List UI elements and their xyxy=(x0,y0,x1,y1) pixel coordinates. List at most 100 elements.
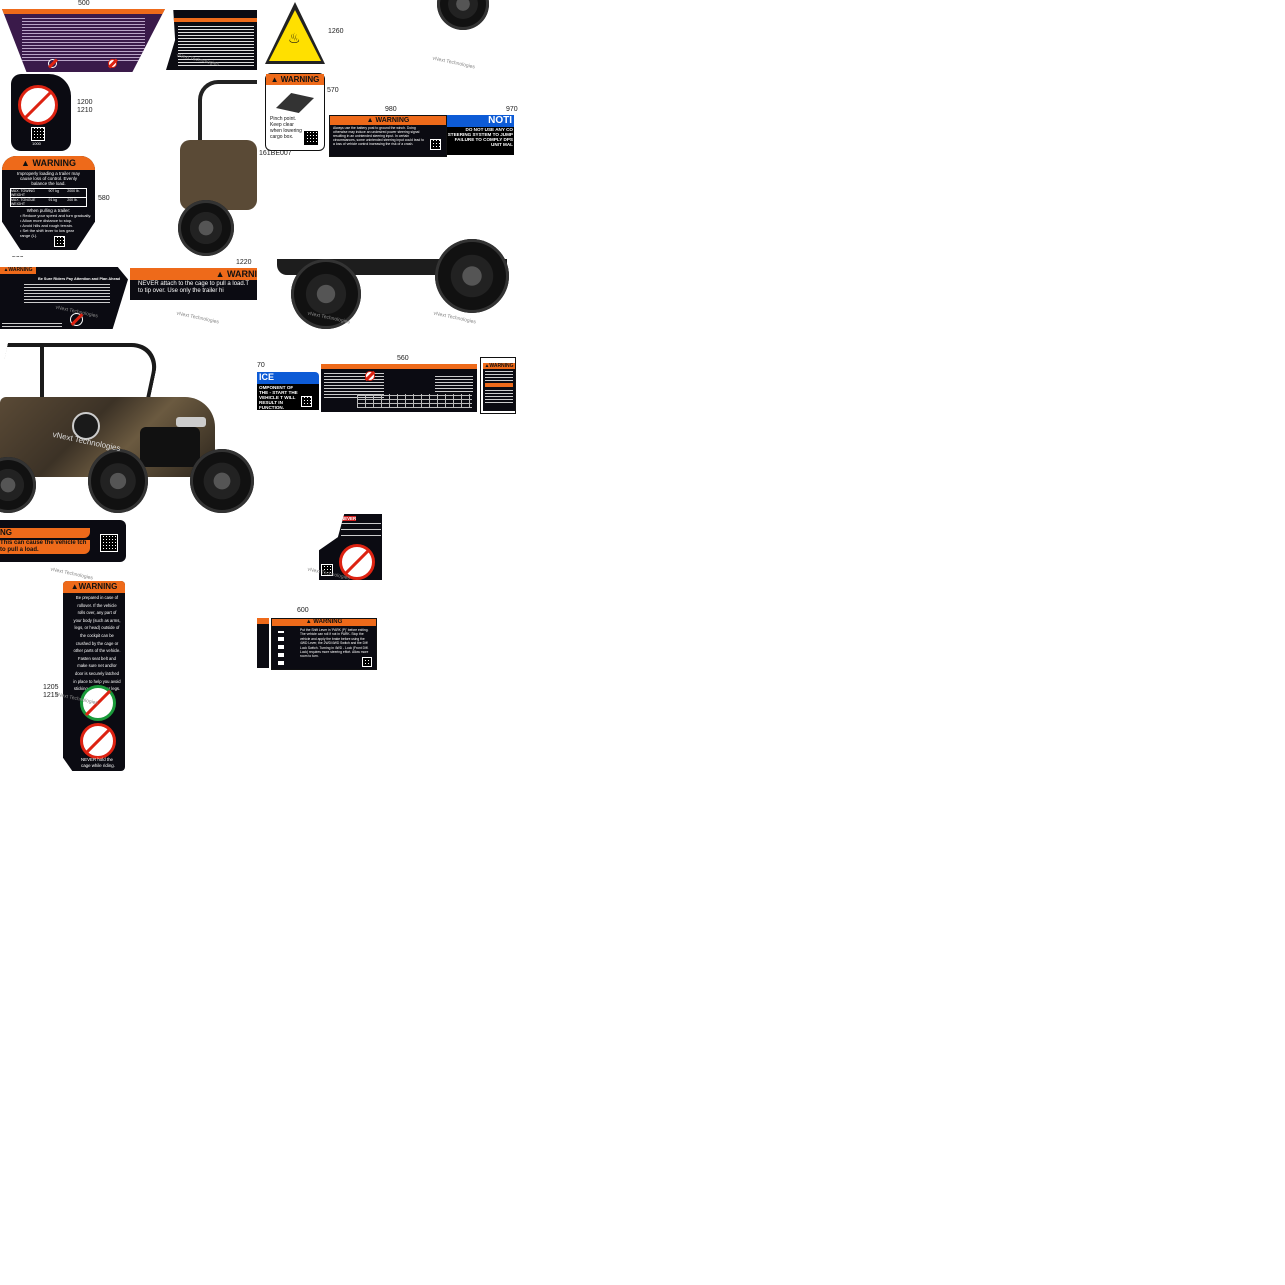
towing-table: MAX. TOWING WEIGHT 907 kg 2000 lb. MAX. … xyxy=(10,188,87,207)
decal-580-bullet-3: • Avoid hills and rough terrain. xyxy=(20,223,73,228)
decal-600-part xyxy=(257,618,269,668)
decal-500-header xyxy=(2,9,165,14)
decal-500-text xyxy=(22,17,145,61)
qr-code-icon xyxy=(362,657,372,667)
towing-row-1: MAX. TOWING WEIGHT 907 kg 2000 lb. xyxy=(11,189,86,198)
callout-161BE007: 161BE007 xyxy=(259,150,292,157)
towing-row-1-label: MAX. TOWING WEIGHT xyxy=(11,189,35,197)
decal-580-bullet-1: • Reduce your speed and turn gradually. xyxy=(20,213,92,218)
decal-520-title: Be Sure Riders Pay Attention and Plan Ah… xyxy=(38,277,121,281)
decal-cargo-warning-text xyxy=(178,26,254,66)
callout-1200: 1200 xyxy=(77,99,93,106)
warning-label-cut: NG xyxy=(0,528,12,537)
callout-1215: 1215 xyxy=(43,692,59,699)
decal-cage-cut-text: This can cause the vehicle tch to pull a… xyxy=(0,540,90,554)
vehicle-tire-2-icon xyxy=(435,239,509,313)
decal-970: NOTI DO NOT USE ANY CO STEERING SYSTEM T… xyxy=(447,115,514,155)
decal-cargo-warning-header xyxy=(166,18,257,22)
decal-520-text-2 xyxy=(2,321,62,327)
vehicle-underside xyxy=(257,239,514,337)
decal-980-text: Always use the battery post to ground th… xyxy=(333,126,425,146)
decal-small-right-text-2 xyxy=(485,389,513,403)
decal-small-right-text xyxy=(485,371,513,381)
decal-1205-header: ▲WARNING xyxy=(63,581,125,593)
decal-600-text: Put the Shift Lever in 'PARK (P)' before… xyxy=(300,628,369,659)
watermark: vNext Technologies xyxy=(175,310,220,326)
decal-500 xyxy=(2,9,165,72)
tile-mid-left: ▲WARNING Be Sure Riders Pay Attention an… xyxy=(0,257,257,514)
vehicle-main xyxy=(0,337,257,514)
shift-gate-icon xyxy=(278,631,284,665)
vehicle-front-tire-2-icon xyxy=(88,449,148,513)
tile-bottom-right: NEVER vNext Technologies 600 ▲ WARNING P… xyxy=(257,514,514,771)
decal-1205: ▲WARNING Be prepared in case of rollover… xyxy=(63,581,125,771)
decal-980-header: ▲ WARNING xyxy=(330,116,446,125)
callout-580: 580 xyxy=(98,195,110,202)
warning-label: WARNING xyxy=(313,619,343,625)
qr-code-icon xyxy=(31,127,45,141)
decal-570-header: ▲ WARNING xyxy=(266,74,324,85)
decal-560-table xyxy=(357,394,472,408)
decal-1220-header: ▲ WARNI xyxy=(130,268,257,280)
callout-1220: 1220 xyxy=(236,259,252,266)
decal-small-right-inner: ▲WARNING xyxy=(483,363,515,411)
decal-520-text xyxy=(24,283,110,303)
decal-580-bullet-4: • Set the shift lever to low gear range … xyxy=(20,228,75,238)
decal-580-bullet-2: • Allow more distance to stop. xyxy=(20,218,73,223)
decal-1205-never: NEVER hold the cage while riding. xyxy=(81,757,115,768)
decal-600-header: ▲ WARNING xyxy=(272,619,376,626)
pinch-point-icon xyxy=(276,93,314,113)
decal-580: ▲ WARNING Improperly loading a trailer m… xyxy=(2,156,95,250)
decal-570-text: Pinch point. Keep clear when lowering ca… xyxy=(270,116,302,140)
warning-label: WARNING xyxy=(280,75,320,84)
tile-bottom-left: NG This can cause the vehicle tch to pul… xyxy=(0,514,257,771)
callout-600: 600 xyxy=(297,607,309,614)
decal-580-when: When pulling a trailer: xyxy=(26,208,71,213)
qr-code-icon xyxy=(321,564,333,576)
decal-small-right-bar xyxy=(485,383,513,387)
decal-520: ▲WARNING Be Sure Riders Pay Attention an… xyxy=(0,267,128,329)
warning-label-cut: WARNI xyxy=(227,269,257,279)
qr-code-icon xyxy=(301,396,312,407)
towing-row-2-lb: 200 lb. xyxy=(67,198,78,202)
qr-code-icon xyxy=(304,131,318,145)
qr-code-icon xyxy=(100,534,118,552)
warning-label: WARNING xyxy=(8,267,33,273)
decal-560 xyxy=(321,364,477,412)
decal-500-prohibit-icon-2 xyxy=(48,59,57,68)
tile-top-right: ♨ 1260 vNext Technologies ▲ WARNING Pinc… xyxy=(257,0,518,257)
callout-1260: 1260 xyxy=(328,28,344,35)
callout-1210: 1210 xyxy=(77,107,93,114)
arm-inside-icon xyxy=(80,685,116,721)
tile-top-left: 500 vNext Technologies 1000 1200 1210 ▲ … xyxy=(0,0,262,263)
decal-1200-code: 1000 xyxy=(32,141,41,146)
decal-570: ▲ WARNING Pinch point. Keep clear when l… xyxy=(265,73,325,151)
decal-500-prohibit-icon xyxy=(108,59,117,68)
decal-1220: ▲ WARNI NEVER attach to the cage to pull… xyxy=(130,268,257,300)
decal-980: ▲ WARNING Always use the battery post to… xyxy=(329,115,447,157)
vehicle-fragment xyxy=(178,80,262,257)
never-label: NEVER xyxy=(341,516,357,521)
tire-fragment-icon xyxy=(437,0,489,30)
decal-560-header xyxy=(321,364,477,369)
decal-small-right-header: ▲WARNING xyxy=(483,363,515,369)
vehicle-tire-icon xyxy=(291,259,361,329)
callout-560: 560 xyxy=(397,355,409,362)
no-step-icon xyxy=(18,85,58,125)
decal-580-header: ▲ WARNING xyxy=(2,156,95,170)
decal-580-intro: Improperly loading a trailer may cause l… xyxy=(16,171,81,186)
decal-small-right: ▲WARNING xyxy=(480,357,516,414)
warning-label: WARNING xyxy=(32,158,76,168)
decal-never-rollover-body xyxy=(341,522,381,536)
vehicle-rollcage xyxy=(198,80,262,144)
callout-970: 970 xyxy=(506,106,518,113)
decal-560-text-right xyxy=(435,374,473,392)
warning-label: WARNING xyxy=(78,582,118,591)
callout-980: 980 xyxy=(385,106,397,113)
tile-mid-right: vNext Technologies vNext Technologies 70… xyxy=(257,239,516,514)
warning-label: WARNING xyxy=(375,117,410,124)
decal-cage-cut: NG This can cause the vehicle tch to pul… xyxy=(0,520,126,562)
vehicle-rollcage-bar xyxy=(40,347,44,417)
warning-label: WARNING xyxy=(489,363,514,369)
vehicle-grille xyxy=(140,427,200,467)
